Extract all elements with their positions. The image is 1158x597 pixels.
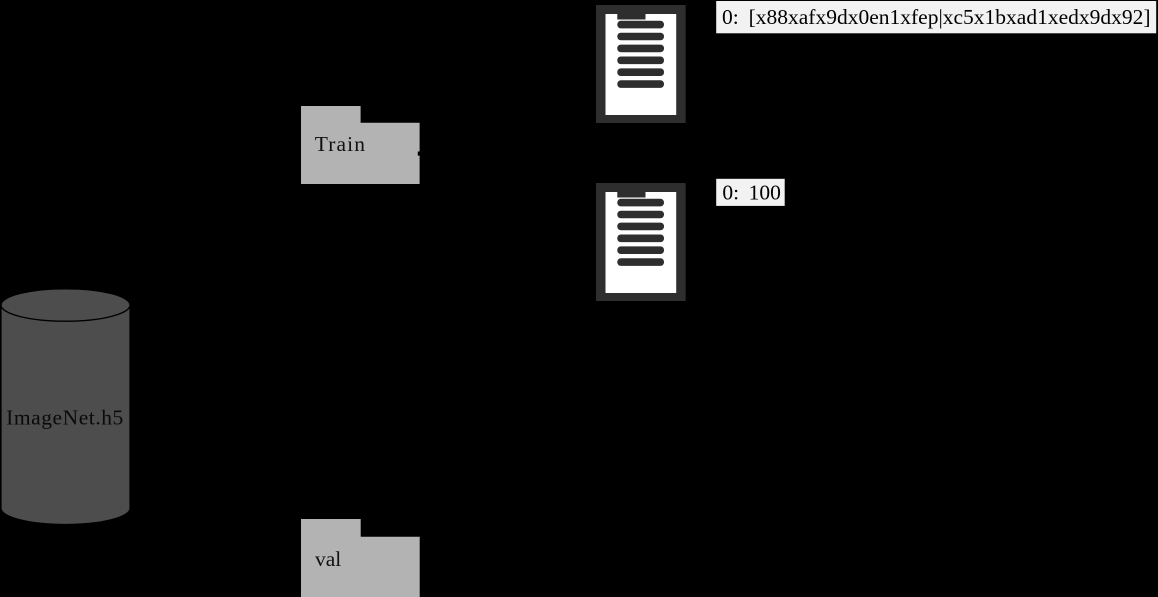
svg-text:ImageNet.h5: ImageNet.h5 bbox=[6, 406, 124, 430]
svg-text:[x88xafx9dx0en1xfep|xc5x1bxad1: [x88xafx9dx0en1xfep|xc5x1bxad1xedx9dx92] bbox=[749, 5, 1151, 29]
svg-text:0:: 0: bbox=[722, 5, 739, 29]
svg-text:Train: Train bbox=[315, 132, 366, 156]
svg-text:val: val bbox=[315, 547, 341, 571]
svg-text:0:: 0: bbox=[722, 181, 739, 205]
svg-text:100: 100 bbox=[749, 181, 781, 205]
